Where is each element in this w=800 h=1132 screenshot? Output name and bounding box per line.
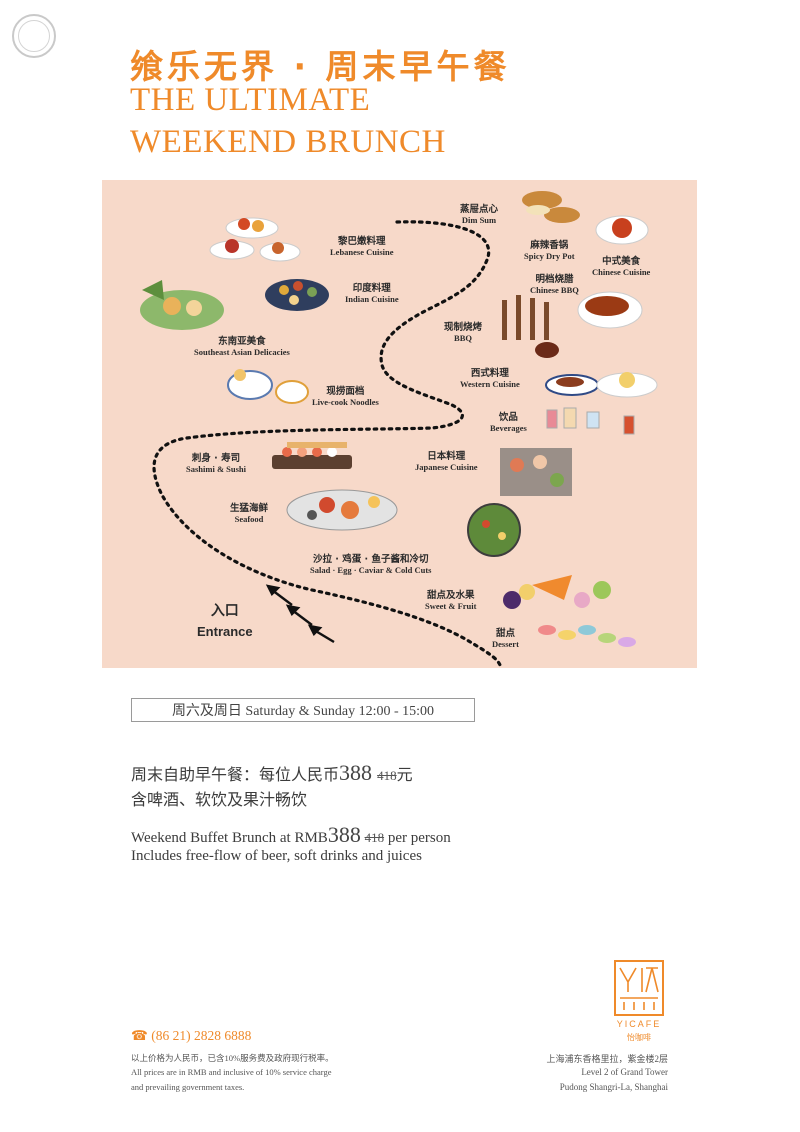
price-cn-line2: 含啤酒、软饮及果汁畅饮 — [131, 790, 308, 809]
lebanese-food-illustration — [209, 217, 301, 262]
hotel-seal-logo — [12, 14, 56, 58]
phone-number: (86 21) 2828 6888 — [151, 1028, 252, 1043]
yicafe-logo-icon — [614, 960, 664, 1016]
dotted-route-path — [152, 220, 502, 667]
buffet-path-svg — [140, 191, 658, 667]
entrance-arrows — [265, 584, 335, 644]
logo-chinese: 怡咖啡 — [627, 1033, 651, 1042]
noodles-illustration — [227, 369, 309, 404]
title-chinese: 飨乐无界 · 周末早午餐 — [130, 47, 511, 86]
japanese-food-illustration — [500, 448, 572, 496]
price-value-en: 388 — [327, 822, 361, 847]
salad-illustration — [467, 503, 521, 557]
seafood-illustration — [286, 489, 398, 531]
price-note-cn: 以上价格为人民币，已含10%服务费及政府现行税率。 — [131, 1053, 334, 1063]
chinese-cuisine-illustration — [595, 215, 649, 245]
sweet-fruit-illustration — [503, 575, 611, 609]
phone-contact[interactable]: ☎ (86 21) 2828 6888 — [131, 1028, 251, 1044]
macarons-illustration — [538, 625, 636, 647]
entrance-label: 入口 Entrance — [197, 603, 253, 639]
price-note-en1: All prices are in RMB and inclusive of 1… — [131, 1067, 332, 1077]
indian-food-illustration — [265, 279, 329, 311]
sushi-illustration — [272, 442, 352, 469]
phone-icon: ☎ — [131, 1028, 148, 1043]
price-en-line1: Weekend Buffet Brunch at RMB388 418 per … — [131, 822, 451, 847]
price-note-en2: and prevailing government taxes. — [131, 1082, 245, 1092]
price-en-line2: Includes free-flow of beer, soft drinks … — [131, 848, 422, 864]
western-food-illustration — [545, 372, 658, 398]
address-cn: 上海浦东香格里拉，紫金楼2层 — [546, 1054, 668, 1064]
price-value-cn: 388 — [339, 760, 373, 785]
price-cn-line1: 周末自助早午餐：每位人民币388 418元 — [131, 760, 413, 785]
southeast-asian-food-illustration — [140, 280, 224, 330]
beverages-illustration — [546, 407, 635, 435]
schedule-box: 周六及周日 Saturday & Sunday 12:00 - 15:00 — [131, 698, 475, 722]
chinese-bbq-illustration — [577, 291, 643, 329]
logo-name: YICAFE — [616, 1019, 662, 1029]
old-price-cn: 418 — [377, 768, 397, 783]
title-english-line2: WEEKEND BRUNCH — [130, 124, 446, 160]
dim-sum-illustration — [522, 191, 580, 223]
bbq-illustration — [502, 295, 559, 358]
address-en2: Pudong Shangri-La, Shanghai — [559, 1082, 668, 1092]
title-english-line1: THE ULTIMATE — [130, 82, 371, 118]
old-price-en: 418 — [364, 830, 385, 845]
address-en1: Level 2 of Grand Tower — [581, 1067, 668, 1077]
